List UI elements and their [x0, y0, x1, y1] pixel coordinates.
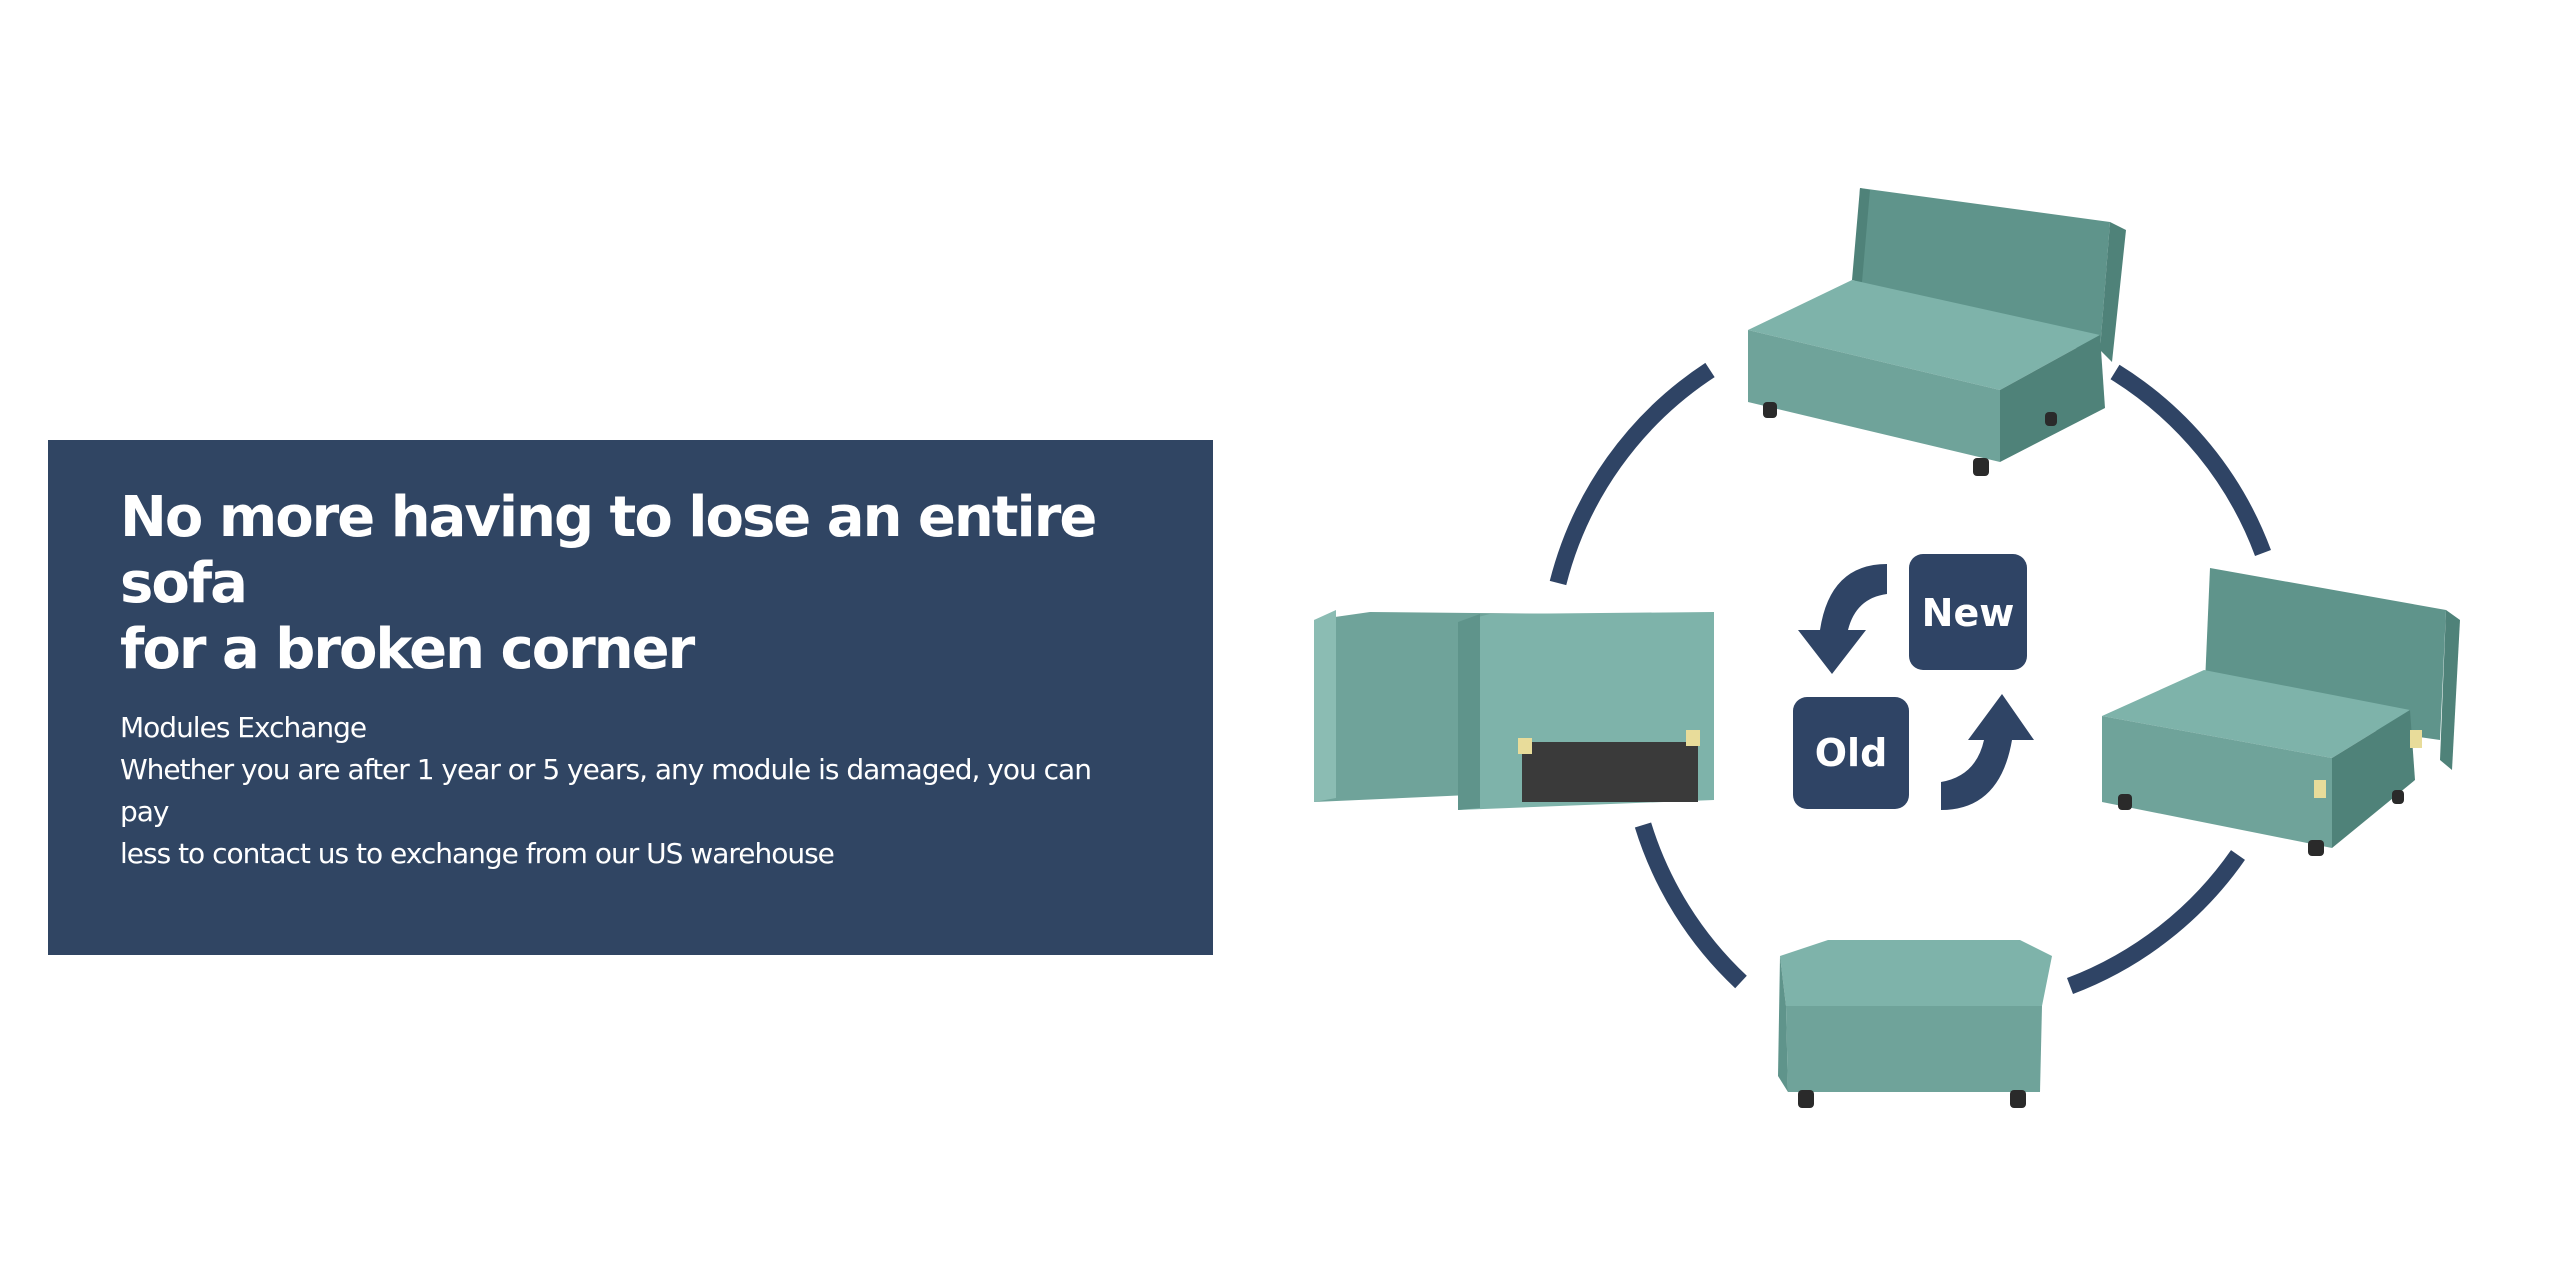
- subheading: Modules Exchange: [120, 711, 367, 744]
- curved-arrow-up-icon: [1941, 694, 2034, 810]
- body-text: Whether you are after 1 year or 5 years,…: [120, 749, 1100, 875]
- old-badge-label: Old: [1815, 731, 1888, 775]
- new-badge-label: New: [1922, 591, 2015, 635]
- ottoman-module-bottom: [1778, 940, 2052, 1108]
- armless-chair-module-right: [2102, 568, 2460, 856]
- back-panel: [1522, 742, 1698, 802]
- armless-chair-module-top: [1748, 188, 2126, 476]
- arc-bottom-right: [2066, 850, 2245, 994]
- body-line-1: Whether you are after 1 year or 5 years,…: [120, 753, 1092, 828]
- arc-top-right: [2110, 364, 2271, 556]
- new-badge: [1909, 554, 2027, 670]
- info-panel: No more having to lose an entire sofa fo…: [48, 440, 1213, 955]
- headline: No more having to lose an entire sofa fo…: [120, 485, 1141, 683]
- body-line-2: less to contact us to exchange from our …: [120, 837, 835, 870]
- headline-line-2: for a broken corner: [120, 617, 695, 682]
- arc-top-left: [1549, 362, 1715, 586]
- curved-arrow-down-icon: [1798, 564, 1887, 674]
- back-modules-left: [1314, 610, 1714, 810]
- exchange-center: New Old: [1793, 554, 2034, 810]
- old-badge: [1793, 697, 1909, 809]
- module-exchange-diagram: New Old: [1314, 188, 2460, 1108]
- arc-bottom-left: [1634, 822, 1747, 989]
- cycle-ring: [1549, 362, 2271, 994]
- headline-line-1: No more having to lose an entire sofa: [120, 485, 1097, 616]
